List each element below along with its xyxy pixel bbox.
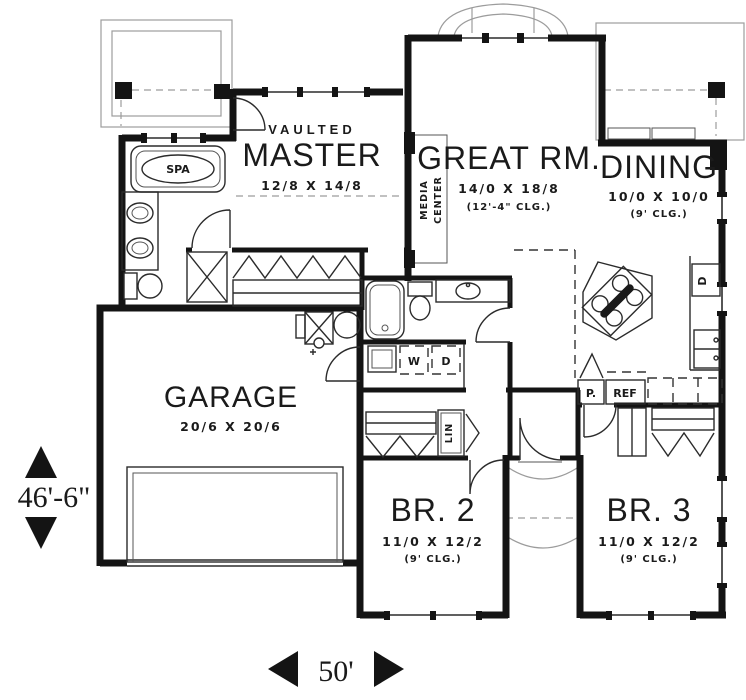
kitchen-sink [693, 329, 721, 369]
master-prefix-label: VAULTED [268, 122, 355, 137]
media-label-2: CENTER [433, 176, 444, 224]
left-covered-patio [100, 19, 233, 128]
room-labels: VAULTED MASTER 12/8 X 14/8 GREAT RM. 14/… [164, 122, 718, 565]
garage-elements [126, 311, 361, 567]
bedroom2-label: BR. 2 [390, 492, 475, 528]
width-dimension: 50' [268, 651, 404, 688]
great-room-ceiling: (12'-4" CLG.) [467, 202, 552, 213]
great-room-dims: 14/0 X 18/8 [458, 181, 560, 196]
arrow-up-icon [25, 446, 57, 478]
water-heater [295, 311, 334, 349]
furnace [333, 311, 361, 339]
dishwasher-label: D [696, 276, 709, 285]
peninsula-counter [647, 377, 723, 405]
spa-tub [130, 145, 226, 193]
washer-label: W [408, 355, 420, 368]
kitchen [577, 256, 723, 405]
spa-label: SPA [166, 163, 190, 176]
linen-label: LIN [444, 423, 455, 444]
pantry-label: P. [586, 387, 596, 400]
overall-width-label: 50' [318, 655, 353, 688]
garage-dims: 20/6 X 20/6 [180, 419, 282, 434]
overall-height-label: 46'-6" [18, 481, 91, 514]
hall-bath [365, 279, 511, 340]
dining-ceiling: (9' CLG.) [630, 209, 687, 220]
dining-label: DINING [600, 149, 718, 185]
master-label: MASTER [242, 137, 381, 173]
laundry [367, 345, 461, 375]
bedroom2-ceiling: (9' CLG.) [404, 554, 461, 565]
height-dimension: 46'-6" [18, 446, 91, 549]
exterior-walls [96, 34, 727, 619]
arrow-down-icon [25, 517, 57, 549]
island-cooktop [581, 261, 653, 341]
arrow-right-icon [374, 651, 404, 687]
media-label-1: MEDIA [419, 180, 430, 220]
garage-label: GARAGE [164, 381, 298, 414]
arrow-left-icon [268, 651, 298, 687]
interior-walls [186, 132, 722, 461]
dishwasher [691, 263, 721, 297]
vanity-double-sink [121, 191, 159, 271]
bedroom3-label: BR. 3 [606, 492, 691, 528]
dryer-label: D [441, 355, 450, 368]
pantry [577, 352, 605, 405]
great-room-label: GREAT RM. [417, 140, 601, 176]
bedroom3-closet [617, 407, 715, 458]
dining-dims: 10/0 X 10/0 [608, 189, 710, 204]
master-closet [232, 254, 363, 307]
bedroom3-dims: 11/0 X 12/2 [598, 534, 700, 549]
hall-toilet [407, 281, 433, 321]
doors [191, 97, 617, 495]
shower [186, 251, 228, 303]
windows [141, 33, 728, 622]
linen-closet [437, 409, 480, 457]
fixture-labels: SPA MEDIA CENTER W D D P. REF LIN [166, 163, 709, 443]
great-room-porch-steps [437, 3, 569, 37]
refrigerator-label: REF [613, 387, 637, 400]
right-covered-patio [595, 22, 745, 141]
master-bath [121, 145, 228, 303]
bedroom2-closet [365, 411, 437, 459]
hall-vanity [435, 279, 511, 303]
bathtub [365, 280, 405, 340]
bedroom2-dims: 11/0 X 12/2 [382, 534, 484, 549]
master-toilet [123, 272, 163, 300]
refrigerator [605, 371, 646, 405]
bedroom3-ceiling: (9' CLG.) [620, 554, 677, 565]
master-dims: 12/8 X 14/8 [261, 178, 363, 193]
entry-porch-steps [505, 465, 581, 549]
